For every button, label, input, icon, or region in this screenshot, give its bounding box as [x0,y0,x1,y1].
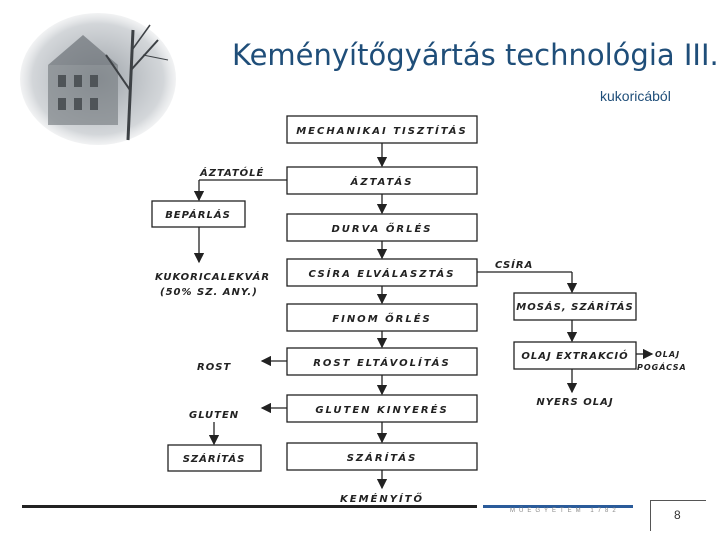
footer-logo-text: MŰEGYETEM 1782 [510,508,620,514]
building-photo [20,13,176,145]
gluten-label: GLUTEN [189,410,239,421]
slide-subtitle: kukoricából [600,88,671,104]
step-label-6: ROST ELTÁVOLÍTÁS [313,356,451,369]
oil-label: OLAJ [655,350,680,359]
step-label-4: CSÍRA ELVÁLASZTÁS [308,267,455,280]
fiber-label: ROST [197,362,231,373]
oil-extraction-label: OLAJ EXTRAKCIÓ [521,349,628,362]
footer-logo-bar [483,505,633,508]
slide-title: Keményítőgyártás technológia III. [232,38,719,72]
washing-label: MOSÁS, SZÁRÍTÁS [516,300,633,313]
step-label-1: MECHANIKAI TISZTÍTÁS [296,124,468,137]
crude-oil-label: NYERS OLAJ [536,397,613,408]
gluten-drying-label: SZÁRÍTÁS [183,452,246,465]
evaporation-label: BEPÁRLÁS [165,208,231,221]
step-label-8: SZÁRÍTÁS [347,451,418,464]
step-label-7: GLUTEN KINYERÉS [315,403,448,416]
step-label-3: DURVA ŐRLÉS [331,221,432,235]
step-label-5: FINOM ŐRLÉS [332,311,431,325]
cake-label: POGÁCSA [637,361,687,372]
page-number: 8 [674,508,681,522]
corn-jam-label-2: (50% SZ. ANY.) [160,287,258,298]
germ-label: CSÍRA [495,258,533,271]
final-product-label: KEMÉNYÍTŐ [340,491,424,505]
steep-water-label: ÁZTATÓLÉ [199,166,264,179]
step-label-2: ÁZTATÁS [350,175,414,188]
corn-jam-label-1: KUKORICALEKVÁR [155,270,270,283]
footer-divider [22,505,477,508]
page-number-frame [650,500,706,531]
